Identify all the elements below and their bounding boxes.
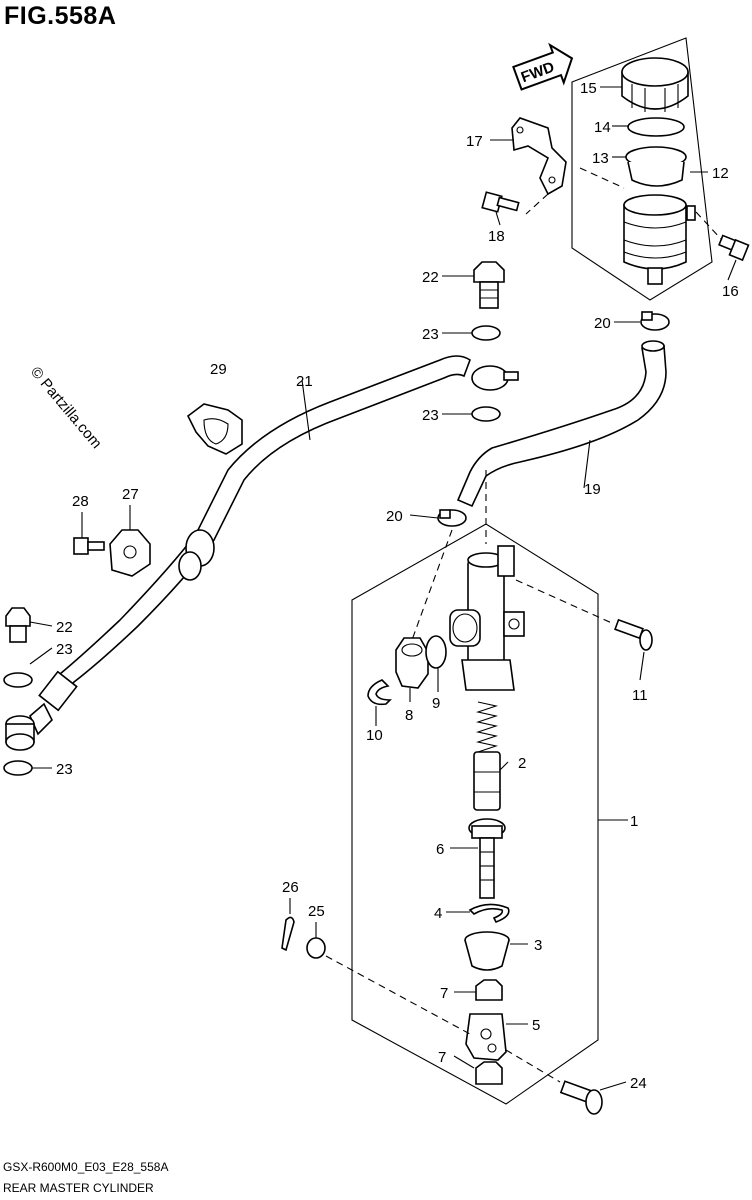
- callout-8[interactable]: 8: [405, 707, 413, 724]
- callout-20-bottom[interactable]: 20: [386, 508, 403, 525]
- callout-12[interactable]: 12: [712, 165, 729, 182]
- reservoir-body: [623, 194, 696, 285]
- cap-plate: [627, 117, 685, 137]
- cotter-pin: [281, 916, 295, 952]
- callout-27[interactable]: 27: [122, 486, 139, 503]
- leader-lines: [29, 86, 737, 1091]
- callout-11[interactable]: 11: [632, 687, 648, 704]
- callout-10[interactable]: 10: [366, 727, 383, 744]
- mounting-bolt-11: [614, 618, 653, 651]
- callout-20-top[interactable]: 20: [594, 315, 611, 332]
- nut-upper: [475, 979, 503, 1001]
- watermark: © Partzilla.com: [27, 364, 105, 452]
- push-rod: [468, 818, 506, 899]
- hose-clamp-top: [640, 311, 670, 331]
- callout-5[interactable]: 5: [532, 1017, 540, 1034]
- fwd-arrow: FWD: [512, 42, 574, 91]
- clamp-bolt: [73, 537, 105, 555]
- callout-6[interactable]: 6: [436, 841, 444, 858]
- inlet-connector: [395, 637, 429, 689]
- reservoir-cap: [621, 57, 689, 112]
- hose-clamp-bottom: [437, 509, 467, 527]
- callout-22-bottom[interactable]: 22: [56, 619, 73, 636]
- figure-name: REAR MASTER CYLINDER: [3, 1181, 154, 1195]
- callout-29[interactable]: 29: [210, 361, 227, 378]
- o-ring: [425, 635, 447, 669]
- callout-14[interactable]: 14: [594, 119, 611, 136]
- washer-bottom-b: [3, 760, 33, 776]
- callout-1[interactable]: 1: [630, 813, 638, 830]
- boot: [464, 931, 510, 971]
- bracket-bolt: [481, 191, 520, 213]
- banjo-fitting-bottom: [5, 715, 35, 751]
- callout-7-lower[interactable]: 7: [438, 1049, 446, 1066]
- circlip-4: [468, 903, 510, 924]
- callout-21[interactable]: 21: [296, 373, 313, 390]
- washer-bottom-a: [3, 672, 33, 688]
- callout-15[interactable]: 15: [580, 80, 597, 97]
- diaphragm: [625, 146, 687, 187]
- callout-24[interactable]: 24: [630, 1075, 647, 1092]
- piston-spring: [473, 701, 501, 811]
- banjo-bolt-bottom: [5, 607, 31, 643]
- figure-code: GSX-R600M0_E03_E28_558A: [3, 1160, 169, 1174]
- callout-28[interactable]: 28: [72, 493, 89, 510]
- reservoir-bolt: [718, 234, 750, 262]
- reservoir-bracket: [511, 117, 567, 196]
- clevis-pin: [559, 1080, 603, 1115]
- callout-23-d[interactable]: 23: [56, 761, 73, 778]
- washer-top: [471, 325, 501, 341]
- callout-13[interactable]: 13: [592, 150, 609, 167]
- callout-labels: 1 2 3 4 5 6 7 7 8 9 10 11 12 13 14 15 16…: [56, 80, 739, 1092]
- callout-4[interactable]: 4: [434, 905, 442, 922]
- callout-16[interactable]: 16: [722, 283, 739, 300]
- callout-7-upper[interactable]: 7: [440, 985, 448, 1002]
- callout-26[interactable]: 26: [282, 879, 299, 896]
- banjo-bolt-top: [473, 261, 505, 309]
- callout-18[interactable]: 18: [488, 228, 505, 245]
- callout-3[interactable]: 3: [534, 937, 542, 954]
- clevis: [465, 1013, 507, 1061]
- callout-25[interactable]: 25: [308, 903, 325, 920]
- hose-clamp-29: [186, 403, 243, 455]
- hose-clamp-27: [109, 529, 151, 577]
- callout-2[interactable]: 2: [518, 755, 526, 772]
- callout-19[interactable]: 19: [584, 481, 601, 498]
- reservoir-assembly-frame: [571, 37, 713, 301]
- nut-lower: [475, 1061, 503, 1085]
- master-cylinder-body: [449, 545, 525, 691]
- callout-17[interactable]: 17: [466, 133, 483, 150]
- callout-23-b[interactable]: 23: [422, 407, 439, 424]
- callout-23-a[interactable]: 23: [422, 326, 439, 343]
- reservoir-hose: [456, 340, 667, 508]
- callout-9[interactable]: 9: [432, 695, 440, 712]
- callout-22-top[interactable]: 22: [422, 269, 439, 286]
- washer-upper: [471, 406, 501, 422]
- circlip-10: [367, 679, 392, 706]
- brake-hose: [29, 355, 519, 736]
- figure-title: FIG.558A: [4, 2, 117, 30]
- callout-23-c[interactable]: 23: [56, 641, 73, 658]
- leader: [579, 167, 625, 189]
- pin-washer: [306, 937, 326, 959]
